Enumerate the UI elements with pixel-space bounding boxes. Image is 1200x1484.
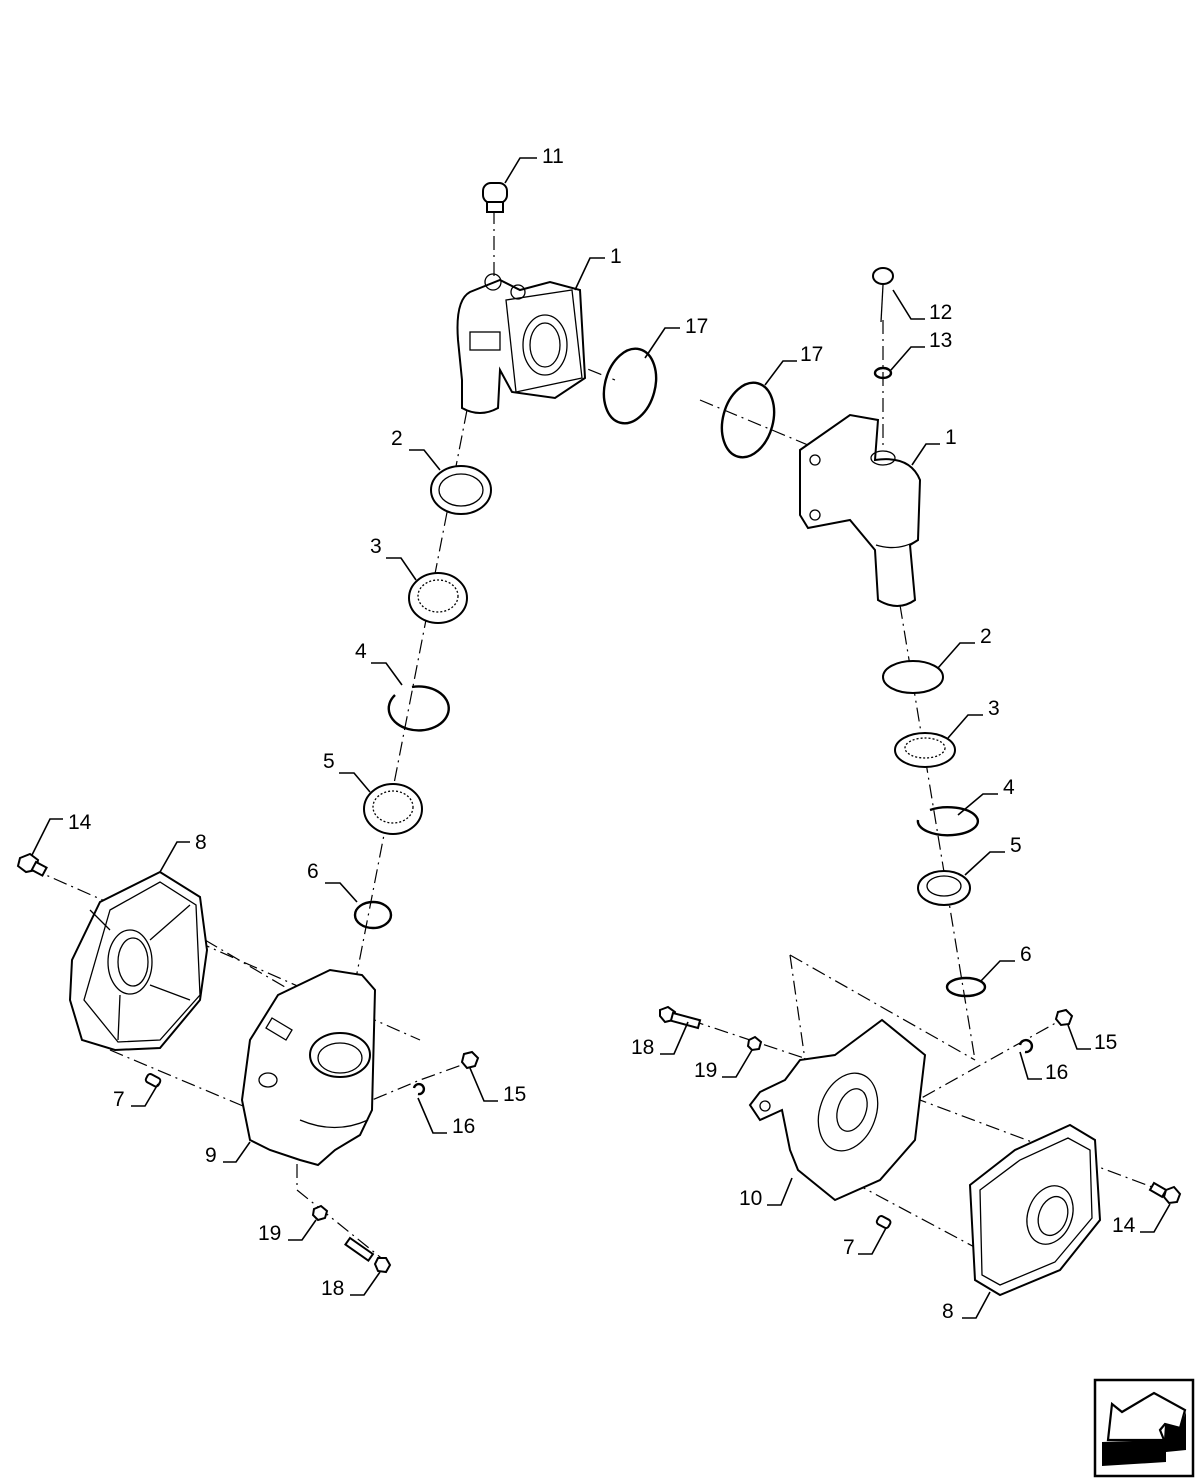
callout-15-left: 15 [503, 1083, 526, 1106]
part-6-snap-ring-right [945, 976, 987, 998]
right-assembly [659, 267, 1182, 1297]
callout-6-right: 6 [1020, 943, 1032, 966]
callout-labels: 11 1 17 2 3 4 5 14 8 6 7 9 15 16 19 18 1… [68, 145, 1136, 1323]
part-18-bolt-right [659, 1005, 702, 1030]
part-9-pump-housing-left [240, 968, 377, 1167]
part-3-bearing-right [894, 732, 956, 768]
callout-4-right: 4 [1003, 776, 1015, 799]
part-19-nut-right [746, 1035, 763, 1052]
part-16-washer-right [1018, 1038, 1034, 1054]
part-5-bearing-right [917, 870, 971, 906]
part-15-nut-right [1054, 1008, 1074, 1027]
left-assembly [16, 182, 658, 1274]
part-10-pump-housing-right [748, 1018, 927, 1202]
part-5-bearing-left [363, 783, 423, 835]
callout-6-left: 6 [307, 860, 319, 883]
part-17-o-ring-left [602, 347, 658, 425]
part-19-nut-left [311, 1204, 329, 1222]
callout-4-left: 4 [355, 640, 367, 663]
callout-5-right: 5 [1010, 834, 1022, 857]
callout-11-left: 11 [542, 145, 564, 168]
part-6-snap-ring-left [353, 900, 393, 930]
callout-2-right: 2 [980, 625, 992, 648]
callout-7-right: 7 [843, 1236, 855, 1259]
callout-13-right: 13 [929, 329, 952, 352]
callout-3-right: 3 [988, 697, 1000, 720]
part-18-bolt-left [344, 1236, 392, 1274]
callout-8-left: 8 [195, 831, 207, 854]
part-11-plug [482, 182, 508, 213]
callout-1-left: 1 [610, 245, 622, 268]
part-14-bolt-right [1148, 1181, 1182, 1205]
part-8-cover-right [968, 1123, 1102, 1297]
part-15-nut-left [460, 1050, 480, 1070]
part-4-retaining-ring-left [387, 685, 450, 732]
callout-1-right: 1 [945, 426, 957, 449]
callout-19-right: 19 [694, 1059, 717, 1082]
part-17-o-ring-right [720, 381, 776, 459]
callout-9-left: 9 [205, 1144, 217, 1167]
part-2-seal-right [882, 660, 944, 694]
callout-18-right: 18 [631, 1036, 654, 1059]
callout-16-right: 16 [1045, 1061, 1068, 1084]
part-2-seal-left [430, 465, 492, 515]
part-4-retaining-ring-right [916, 806, 980, 837]
part-7-dowel-left [144, 1073, 162, 1088]
callout-19-left: 19 [258, 1222, 281, 1245]
part-14-bolt-left [16, 852, 48, 877]
part-1-elbow-housing-left [456, 273, 587, 414]
callout-16-left: 16 [452, 1115, 475, 1138]
callout-3-left: 3 [370, 535, 382, 558]
callout-5-left: 5 [323, 750, 335, 773]
callout-leaders [31, 157, 1171, 1319]
part-13-o-ring [873, 366, 893, 380]
callout-10-right: 10 [739, 1187, 762, 1210]
callout-15-right: 15 [1094, 1031, 1117, 1054]
callout-17-right: 17 [800, 343, 823, 366]
part-12-dipstick [872, 267, 894, 323]
part-16-washer-left [412, 1082, 426, 1096]
part-7-dowel-right [875, 1215, 892, 1229]
part-3-bearing-left [408, 572, 468, 624]
callout-18-left: 18 [321, 1277, 344, 1300]
callout-2-left: 2 [391, 427, 403, 450]
callout-8-right: 8 [942, 1300, 954, 1323]
callout-14-right: 14 [1112, 1214, 1136, 1237]
view-direction-arrow-icon [1093, 1378, 1195, 1478]
callout-7-left: 7 [113, 1088, 125, 1111]
callout-17-left: 17 [685, 315, 708, 338]
part-8-cover-left [68, 870, 209, 1052]
callout-12-right: 12 [929, 301, 952, 324]
callout-14-left: 14 [68, 811, 92, 834]
part-1-elbow-housing-right [799, 413, 922, 607]
